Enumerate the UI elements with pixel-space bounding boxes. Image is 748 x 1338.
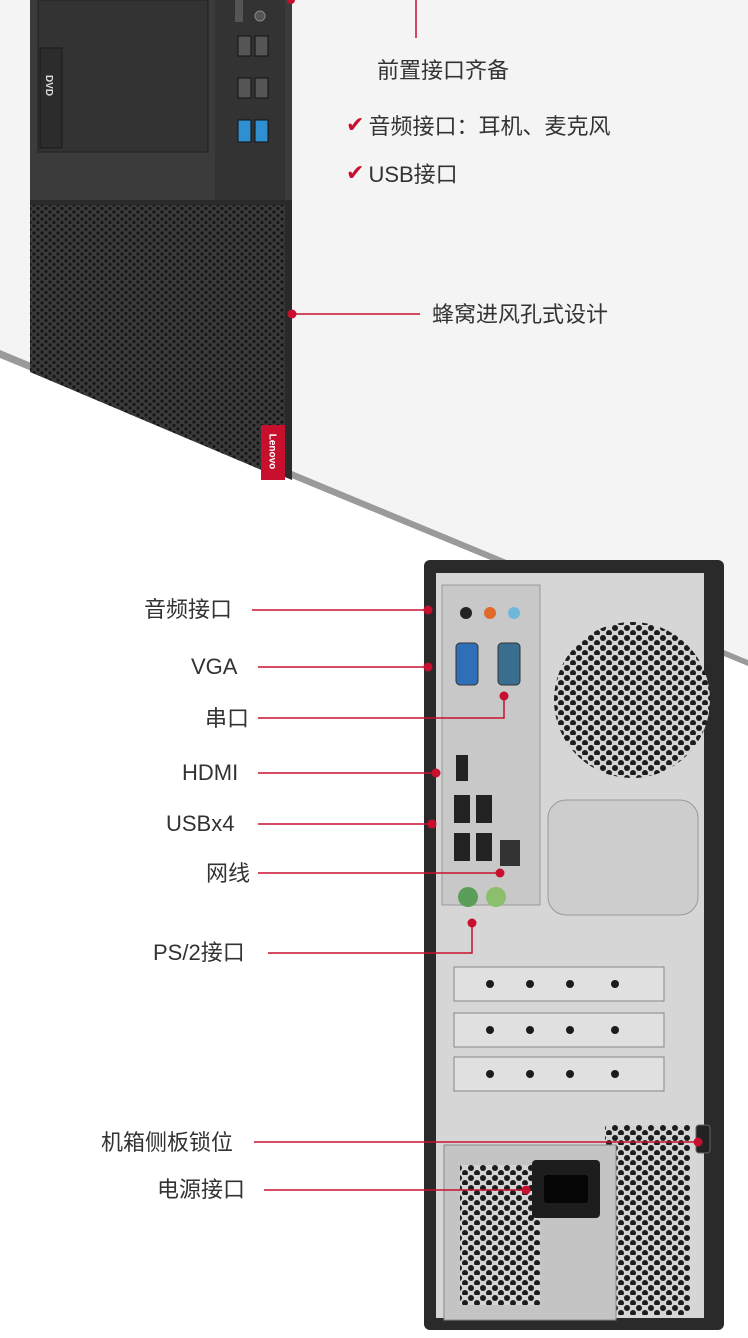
ventilation-label: 蜂窝进风孔式设计 xyxy=(432,302,609,327)
check-icon: ✔ xyxy=(346,160,365,185)
feature-audio-label: 音频接口：耳机、麦克风 xyxy=(368,114,611,139)
callout-usb: USBx4 xyxy=(166,811,235,836)
rear-tower-image xyxy=(424,560,724,1330)
front-callout-lines xyxy=(287,0,420,319)
feature-usb: ✔ USB接口 xyxy=(346,157,458,189)
callout-audio: 音频接口 xyxy=(144,597,233,622)
callout-vga: VGA xyxy=(191,654,238,679)
lenovo-logo: Lenovo xyxy=(266,433,278,470)
rear-callout-lines xyxy=(252,605,703,1195)
callout-serial: 串口 xyxy=(205,706,250,731)
callout-side-lock: 机箱侧板锁位 xyxy=(101,1130,234,1155)
callout-ethernet: 网线 xyxy=(206,861,251,886)
feature-audio: ✔ 音频接口：耳机、麦克风 xyxy=(346,109,610,141)
front-features-title: 前置接口齐备 xyxy=(377,58,510,83)
callout-ps2: PS/2接口 xyxy=(153,940,245,965)
callout-power: 电源接口 xyxy=(157,1177,246,1202)
callout-hdmi: HDMI xyxy=(182,760,239,785)
front-tower-image xyxy=(30,0,292,480)
feature-usb-label: USB接口 xyxy=(368,162,458,187)
check-icon: ✔ xyxy=(346,112,365,137)
front-ports xyxy=(235,0,269,143)
